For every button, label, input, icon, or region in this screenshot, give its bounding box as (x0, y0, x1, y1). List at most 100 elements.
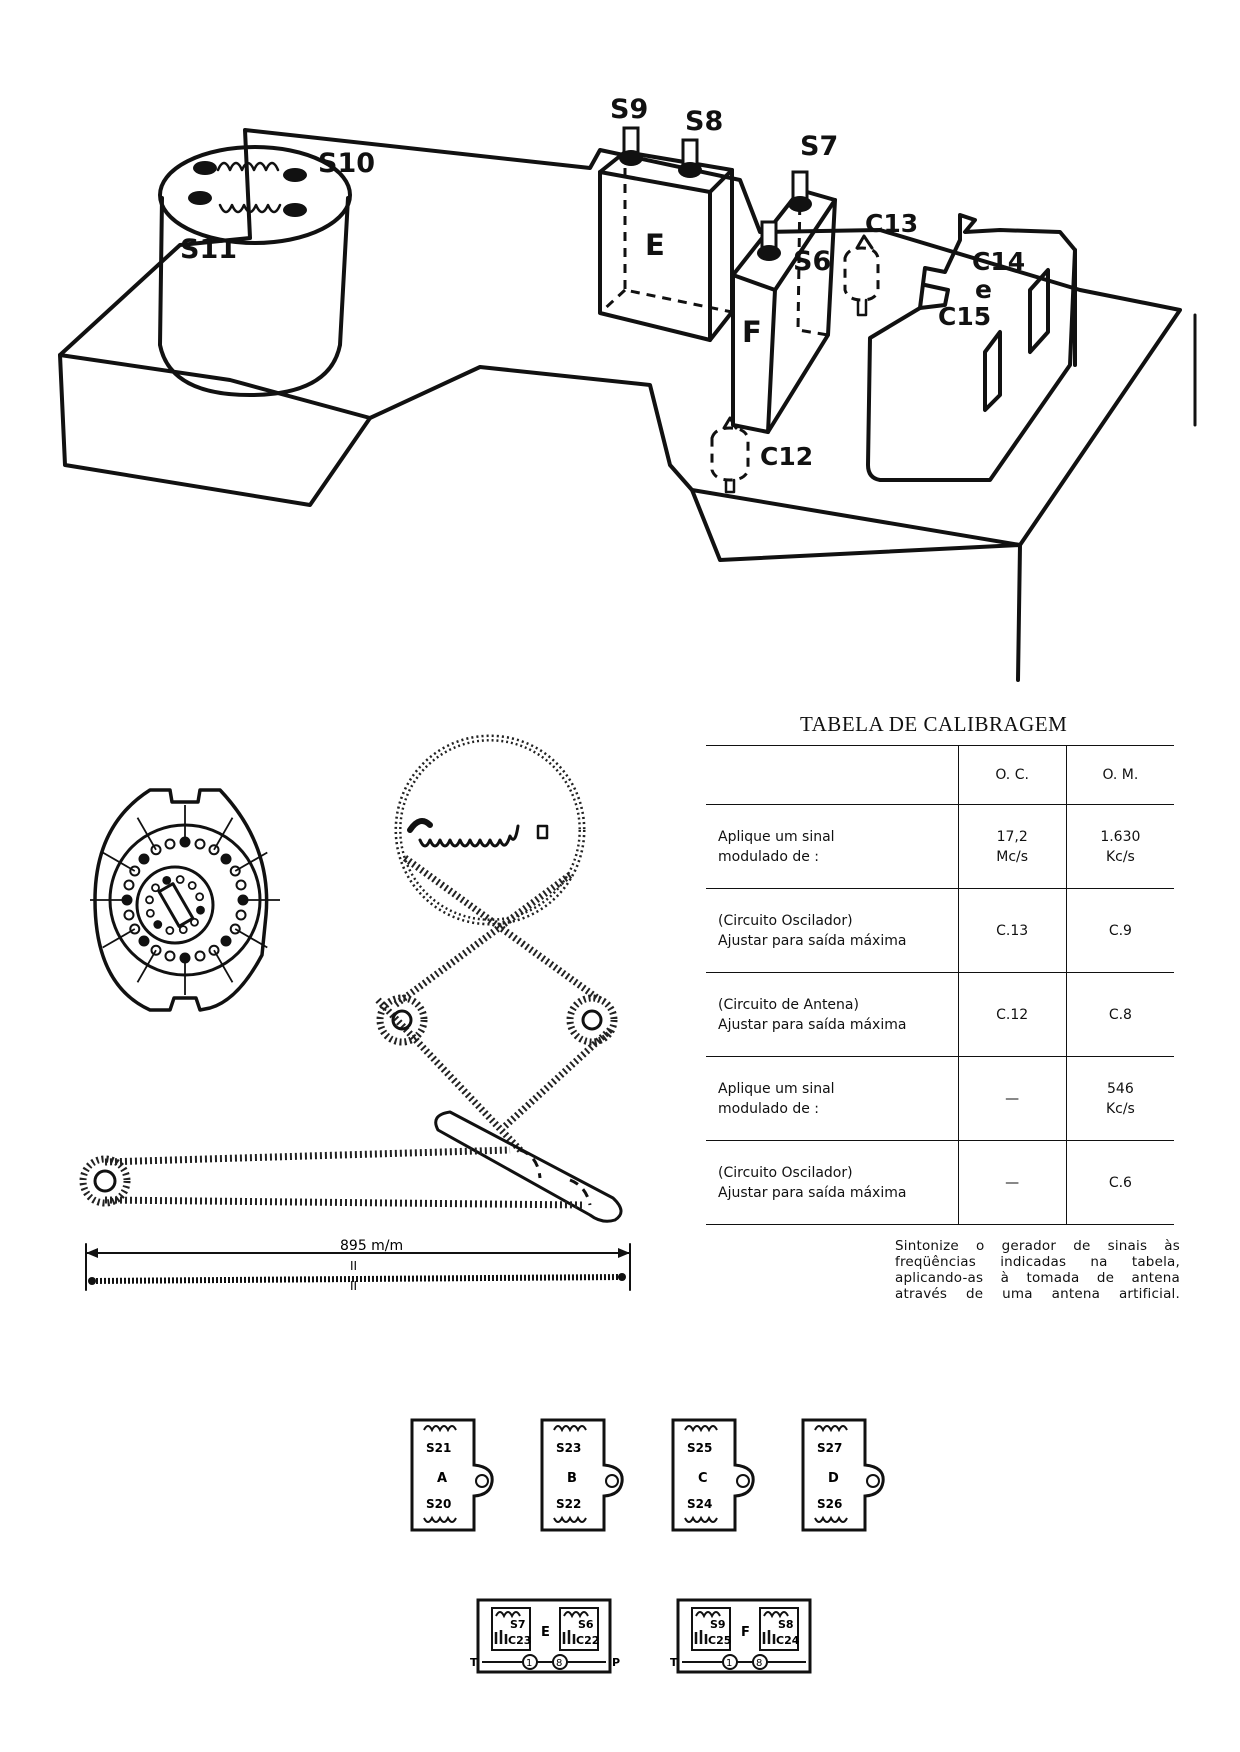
label-e: E (645, 228, 665, 262)
row-om: C.6 (1065, 1140, 1174, 1225)
trimmer-c12 (710, 416, 750, 494)
chassis-assembly: S9 S8 S7 S10 S11 E S6 F C13 C14 e C15 C1… (58, 94, 1197, 682)
coil-board-bottom-label: S24 (687, 1497, 712, 1511)
coil-winding-icon (553, 1515, 587, 1523)
row-om: C.9 (1065, 888, 1174, 973)
cord-length-label: 895 m/m (340, 1238, 403, 1254)
pulley-left (376, 994, 428, 1046)
coil-winding-icon (423, 1425, 457, 1433)
pulley-pointer (79, 1155, 131, 1207)
pulley-right (566, 994, 618, 1046)
coil-board-top-label: S23 (556, 1441, 581, 1455)
wafer-contact-icon (164, 950, 176, 962)
coil-board-bottom-label: S26 (817, 1497, 842, 1511)
wafer-contact-icon (194, 950, 206, 962)
trimmer-coil-label: S6 (578, 1618, 594, 1631)
header-om: O. M. (1065, 745, 1174, 805)
trimmer-coil-label: S7 (510, 1618, 526, 1631)
row-om: 1.630 Kc/s (1065, 804, 1174, 889)
cord-anchor-icon (407, 818, 433, 833)
wafer-inner-contact-icon (145, 908, 155, 918)
table-row: (Circuito de Antena) Ajustar para saída … (706, 972, 1174, 1057)
wafer-contact-icon (138, 853, 150, 865)
coil-winding-icon (563, 1611, 589, 1619)
coil-winding-icon (423, 1515, 457, 1523)
trimmer-capacitor-icon (562, 1630, 576, 1644)
wafer-inner-contact-icon (195, 892, 205, 902)
wafer-lead (102, 851, 136, 872)
trimmer-capacitor-icon (494, 1630, 508, 1644)
trimmer-capacitor-icon (762, 1630, 776, 1644)
wafer-shaft-slot-icon (157, 882, 195, 928)
wafer-inner-contact-icon (196, 905, 205, 915)
label-c14: C14 (972, 247, 1025, 276)
chassis-lower-edge (690, 488, 1022, 562)
trimmer-coil-label: S9 (710, 1618, 726, 1631)
row-om: 546 Kc/s (1065, 1056, 1174, 1141)
coil-winding-icon (684, 1425, 718, 1433)
terminal-circle-icon (752, 1654, 768, 1670)
coil-board-bottom-label: S22 (556, 1497, 581, 1511)
label-s11: S11 (180, 234, 237, 265)
label-s9: S9 (610, 94, 648, 125)
wafer-inner-contact-icon (151, 883, 160, 893)
coil-board-letter: C (698, 1471, 708, 1486)
wafer-contact-icon (235, 909, 247, 921)
calibration-note: Sintonize o gerador de sinais às freqüên… (895, 1238, 1180, 1302)
table-row: (Circuito Oscilador) Ajustar para saída … (706, 1140, 1174, 1225)
trimmer-board-letter: E (541, 1625, 550, 1640)
chassis-side-edge (1016, 543, 1022, 682)
wafer-lead (234, 851, 268, 872)
terminal-circle-icon (722, 1654, 738, 1670)
tuning-screw-s8-icon (678, 138, 702, 178)
label-c13: C13 (865, 209, 918, 238)
table-row: Aplique um sinal modulado de : 17,2 Mc/s… (706, 804, 1174, 889)
label-c15: C15 (938, 302, 991, 331)
chassis-front-edge (58, 353, 372, 420)
oscillator-coil-can (158, 145, 352, 397)
wafer-contacts (90, 805, 280, 995)
terminal-number: 1 (726, 1658, 732, 1669)
header-blank (706, 745, 959, 805)
coil-winding-icon (695, 1611, 721, 1619)
pin-label-left: T (470, 1656, 478, 1669)
wafer-inner-contact-icon (175, 875, 185, 884)
header-oc: O. C. (957, 745, 1067, 805)
terminal-number: 8 (756, 1658, 762, 1669)
cord-mark-top: II (350, 1259, 357, 1273)
label-s10: S10 (318, 148, 375, 179)
trimmer-board-letter: F (741, 1625, 750, 1640)
trimmer-cap-label: C23 (508, 1634, 531, 1647)
wafer-inner-contact-icon (190, 917, 199, 927)
trimmer-capacitor-icon (694, 1630, 708, 1644)
wafer-lead (234, 928, 268, 949)
wafer-inner-contact-icon (145, 895, 154, 905)
trimmer-cap-label: C25 (708, 1634, 731, 1647)
coil-board-bottom-label: S20 (426, 1497, 451, 1511)
dial-cord-mechanism: 895 m/m II II (79, 734, 631, 1293)
wafer-contact-icon (138, 935, 150, 947)
wafer-lead (136, 949, 157, 983)
table-header-row: O. C. O. M. (706, 745, 1174, 805)
label-s7: S7 (800, 131, 838, 162)
terminal-number: 1 (526, 1658, 532, 1669)
row-oc: C.12 (957, 972, 1067, 1057)
row-oc: — (957, 1056, 1067, 1141)
trimmer-cap-label: C22 (576, 1634, 599, 1647)
wafer-lead (213, 949, 234, 983)
trimmer-coil-label: S8 (778, 1618, 794, 1631)
mounting-hole-icon (605, 1474, 619, 1488)
coil-board-letter: D (828, 1471, 839, 1486)
tuning-screw-s6-icon (757, 220, 781, 261)
coil-board-letter: A (437, 1471, 447, 1486)
coil-winding-icon (495, 1611, 521, 1619)
trimmer-cap-label: C24 (776, 1634, 800, 1647)
pin-label-left: T (670, 1656, 678, 1669)
tension-spring-icon (418, 824, 520, 848)
wafer-contact-icon (220, 935, 232, 947)
cord-length-dimension: 895 m/m II II (85, 1238, 631, 1293)
row-oc: 17,2 Mc/s (957, 804, 1067, 889)
label-s8: S8 (685, 106, 723, 137)
label-s6: S6 (793, 246, 831, 277)
